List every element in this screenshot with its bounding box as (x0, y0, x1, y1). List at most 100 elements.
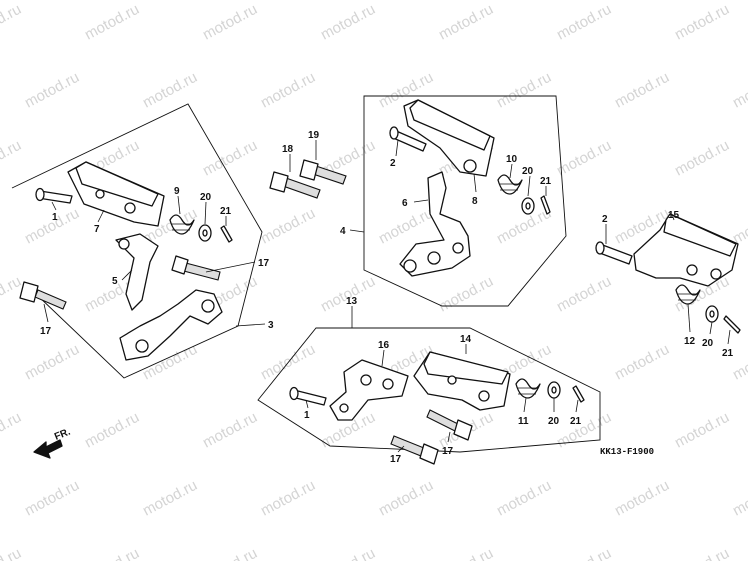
callout-4: 4 (340, 226, 346, 237)
callout-8: 8 (472, 196, 478, 207)
part-12-spring (675, 284, 701, 305)
part-1-pin (35, 187, 73, 204)
watermark-text: motod.ru (554, 409, 614, 452)
watermark-text: motod.ru (200, 1, 260, 44)
watermark-text: motod.ru (554, 1, 614, 44)
watermark-text: motod.ru (0, 137, 24, 180)
group-4-outline (363, 95, 567, 307)
part-9-spring (169, 214, 195, 235)
callout-21: 21 (220, 206, 232, 217)
watermark-text: motod.ru (376, 205, 436, 248)
callout-1: 1 (52, 212, 58, 223)
callout-21: 21 (540, 176, 552, 187)
part-17-bolt (171, 255, 221, 281)
watermark-text: motod.ru (672, 409, 732, 452)
assembly-15 (595, 213, 741, 334)
callout-15: 15 (668, 210, 680, 221)
watermark-text: motod.ru (82, 545, 142, 561)
callout-17: 17 (442, 446, 454, 457)
watermark-text: motod.ru (82, 1, 142, 44)
callout-5: 5 (112, 276, 118, 287)
part-10-spring (497, 174, 523, 195)
watermark-text: motod.ru (612, 69, 672, 112)
watermark-text: motod.ru (258, 205, 318, 248)
part-21-cotter-pin (540, 195, 551, 215)
part-5-bracket (115, 233, 159, 311)
callout-20: 20 (702, 338, 714, 349)
watermark-text: motod.ru (612, 477, 672, 520)
callout-19: 19 (308, 130, 320, 141)
part-21-cotter-pin (723, 315, 741, 334)
assembly-13 (257, 327, 601, 453)
part-14-footpeg (413, 351, 511, 411)
callout-3: 3 (268, 320, 274, 331)
watermark-text: motod.ru (436, 1, 496, 44)
callout-20: 20 (522, 166, 534, 177)
watermark-text: motod.ru (730, 69, 748, 112)
diagram-code: KK13-F1900 (600, 447, 654, 457)
part-1-pin (289, 386, 327, 406)
callout-11: 11 (518, 416, 529, 427)
group-3-outline (11, 103, 263, 379)
callout-12: 12 (684, 336, 696, 347)
watermark-text: motod.ru (82, 409, 142, 452)
watermark-text: motod.ru (436, 545, 496, 561)
watermark-text: motod.ru (200, 137, 260, 180)
watermark-text: motod.ru (554, 545, 614, 561)
watermark-text: motod.ru (140, 477, 200, 520)
part-18-bolt (269, 171, 321, 199)
part-15-footpeg (633, 213, 739, 287)
watermark-text: motod.ru (22, 477, 82, 520)
part-16-bracket (329, 359, 409, 421)
watermark-text: motod.ru (22, 69, 82, 112)
part-6-bracket (399, 171, 471, 277)
group-13-outline (257, 327, 601, 453)
watermark-text: motod.ru (0, 1, 24, 44)
part-21-cotter-pin (220, 225, 233, 243)
watermark-text: motod.ru (22, 341, 82, 384)
callout-2: 2 (390, 158, 396, 169)
callout-17: 17 (390, 454, 402, 465)
watermark-text: motod.ru (494, 477, 554, 520)
watermark-text: motod.ru (318, 1, 378, 44)
watermark-text: motod.ru (258, 477, 318, 520)
watermark-text: motod.ru (436, 273, 496, 316)
part-2-pin (389, 126, 427, 152)
callout-16: 16 (378, 340, 390, 351)
watermark-text: motod.ru (0, 409, 24, 452)
direction-label: FR. (53, 426, 72, 442)
watermark-text: motod.ru (730, 477, 748, 520)
watermark-text: motod.ru (494, 69, 554, 112)
watermark-text: motod.ru (612, 341, 672, 384)
assembly-4 (363, 95, 567, 307)
part-11-spring (515, 378, 541, 399)
callout-17: 17 (258, 258, 270, 269)
callout-20: 20 (200, 192, 212, 203)
watermark-text: motod.ru (140, 69, 200, 112)
part-3-bracket (119, 289, 223, 361)
callout-21: 21 (722, 348, 734, 359)
callout-7: 7 (94, 224, 100, 235)
watermark-text: motod.ru (0, 545, 24, 561)
part-8-footpeg (403, 99, 495, 177)
callout-17: 17 (40, 326, 52, 337)
callout-14: 14 (460, 334, 472, 345)
part-21-cotter-pin (572, 385, 585, 403)
part-17-bolt-outer (19, 281, 67, 310)
callout-6: 6 (402, 198, 408, 209)
callout-21: 21 (570, 416, 582, 427)
part-17-bolt-bottom-a (390, 435, 439, 465)
watermark-text: motod.ru (258, 69, 318, 112)
callout-1: 1 (304, 410, 310, 421)
watermark-text: motod.ru (554, 273, 614, 316)
leader-lines (43, 139, 731, 453)
watermark-text: motod.ru (672, 137, 732, 180)
callout-labels: 1 7 9 20 21 5 17 17 3 18 19 2 8 10 20 21… (40, 130, 734, 465)
part-7-footpeg (67, 161, 165, 227)
watermark-text: motod.ru (554, 137, 614, 180)
watermark-text: motod.ru (672, 545, 732, 561)
callout-20: 20 (548, 416, 560, 427)
assembly-3 (11, 103, 263, 379)
part-19-bolt (299, 159, 347, 185)
